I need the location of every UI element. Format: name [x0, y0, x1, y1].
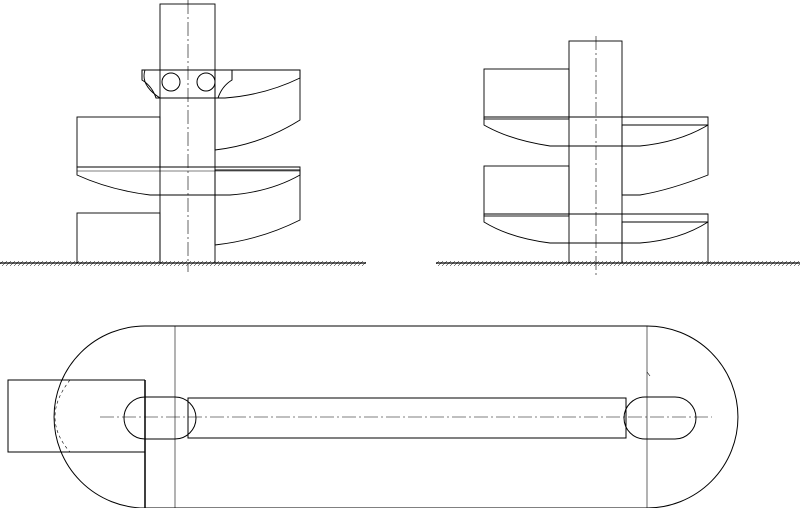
front-top-landing [143, 69, 301, 99]
left-mid-block [76, 116, 161, 168]
front-landing-slab [76, 166, 301, 196]
left-lower-block [76, 212, 161, 264]
right-lower-flight [214, 169, 301, 246]
side-elevation-view [436, 36, 800, 275]
side-lower-landing [483, 213, 709, 244]
side-lower-right-flight [621, 221, 709, 264]
front-elevation-view [0, 0, 366, 272]
plan-right-slot-end [623, 396, 697, 440]
side-upper-landing [483, 116, 709, 147]
plan-view [7, 325, 739, 508]
ground-line-left [0, 261, 366, 266]
side-lower-left-block [483, 165, 570, 217]
plan-attachment-box [7, 379, 145, 453]
side-upper-left-block [483, 68, 570, 120]
bolt-hole-left [161, 72, 181, 92]
side-upper-right-flight [621, 124, 709, 196]
ground-line-right [436, 261, 800, 266]
side-column [568, 40, 623, 264]
plan-outer-outline [53, 325, 739, 508]
front-column [159, 3, 216, 264]
bolt-hole-right [196, 72, 216, 92]
bolt-section [141, 69, 233, 99]
plan-slot [187, 397, 627, 439]
plan-left-slot-end [123, 396, 197, 440]
right-upper-flight [214, 69, 301, 151]
